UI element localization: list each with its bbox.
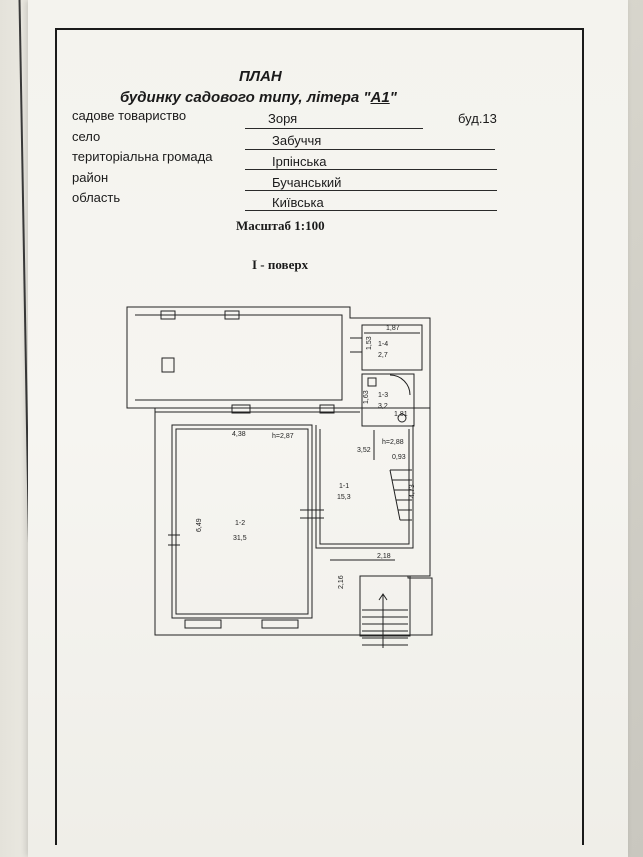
scale-label: Масштаб 1:100 xyxy=(236,218,325,233)
underline-society xyxy=(245,128,423,129)
field-label-community: територіальна громада xyxy=(72,149,213,164)
plan-subtitle: будинку садового типу, літера "А1" xyxy=(120,89,397,106)
room-1-4-id: 1-4 xyxy=(378,341,388,348)
staircase xyxy=(389,469,412,521)
room-1-2-area: 31,5 xyxy=(233,535,247,542)
door-swing xyxy=(389,374,411,396)
dim-2-18: 2,18 xyxy=(377,553,391,560)
room-1-1-area: 15,3 xyxy=(337,494,351,501)
window-1 xyxy=(160,310,176,320)
subtitle-suffix: " xyxy=(389,89,397,106)
room-1-2-inner xyxy=(175,428,309,615)
room-1-4-area: 2,7 xyxy=(378,352,388,359)
field-value-region: Київська xyxy=(272,195,324,210)
document-frame xyxy=(55,28,584,845)
room-1-2-outline xyxy=(171,424,313,619)
floor-label: І - поверх xyxy=(252,257,309,272)
room-1-3-id: 1-3 xyxy=(378,392,388,399)
room-1-3-area: 3,2 xyxy=(378,403,388,410)
dim-1-63: 1,63 xyxy=(363,390,370,404)
door-3 xyxy=(168,534,180,546)
chimney xyxy=(161,357,175,373)
room-1-1-outline xyxy=(315,425,414,549)
window-5 xyxy=(184,619,222,629)
sink-fixture xyxy=(367,377,377,387)
dim-0-93: 0,93 xyxy=(392,454,406,461)
building-number: буд.13 xyxy=(458,111,497,126)
document-page xyxy=(28,0,628,857)
dim-2-16: 2,16 xyxy=(338,575,345,589)
underline-region xyxy=(245,210,497,211)
dim-1-81: 1,81 xyxy=(394,411,408,418)
field-label-village: село xyxy=(72,129,101,144)
dim-4-38: 4,38 xyxy=(232,431,246,438)
dim-1-53: 1,53 xyxy=(366,336,373,350)
dim-h-2-87: h=2,87 xyxy=(272,433,294,440)
entrance-steps xyxy=(362,609,408,646)
field-value-district: Бучанський xyxy=(272,175,342,190)
room-1-2-id: 1-2 xyxy=(235,520,245,527)
subtitle-letter: А1 xyxy=(370,89,390,106)
field-value-community: Ірпінська xyxy=(272,154,327,169)
field-value-village: Забуччя xyxy=(272,133,322,148)
field-label-society: садове товариство xyxy=(72,108,187,123)
door-1 xyxy=(350,337,362,353)
room-1-1-id: 1-1 xyxy=(339,483,349,490)
dim-6-49: 6,49 xyxy=(196,518,203,532)
dim-1-87: 1,87 xyxy=(386,325,400,332)
room-1-3 xyxy=(361,373,415,427)
entrance-porch xyxy=(359,575,411,637)
dim-4-73: 4,73 xyxy=(409,484,416,498)
window-4 xyxy=(319,404,335,414)
window-2 xyxy=(224,310,240,320)
dim-3-52: 3,52 xyxy=(357,447,371,454)
window-3 xyxy=(231,404,251,414)
field-value-society: Зоря xyxy=(268,111,298,126)
room-1-1-inner xyxy=(319,429,410,545)
field-label-region: область xyxy=(72,190,121,205)
outer-wall xyxy=(126,306,433,636)
subtitle-prefix: будинку садового типу, літера " xyxy=(120,89,371,106)
door-2 xyxy=(300,509,324,519)
dim-h-2-88: h=2,88 xyxy=(382,439,404,446)
toilet-fixture xyxy=(397,413,407,423)
underline-community xyxy=(245,169,497,170)
plan-title: ПЛАН xyxy=(239,68,282,85)
stair-arrowhead xyxy=(378,593,388,601)
window-6 xyxy=(261,619,299,629)
room-1-4 xyxy=(361,324,423,371)
field-label-district: район xyxy=(72,170,109,185)
underline-village xyxy=(245,149,495,150)
underline-district xyxy=(245,190,497,191)
